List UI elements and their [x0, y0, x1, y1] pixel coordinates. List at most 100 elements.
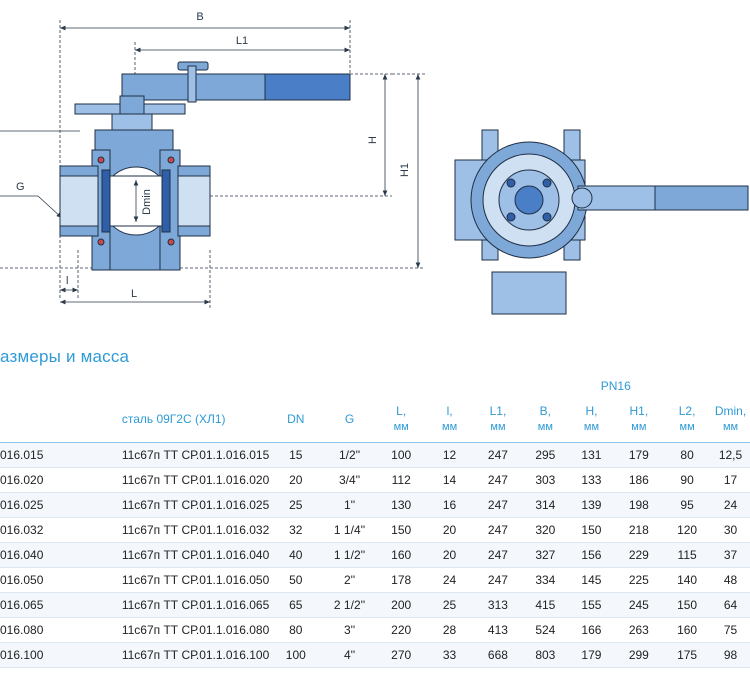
table-cell: 80 [269, 617, 323, 643]
column-header-unit: мм [490, 421, 506, 433]
table-cell: 64 [711, 592, 750, 618]
table-cell: 016.080 [0, 617, 58, 643]
table-cell: 3'' [322, 617, 377, 643]
table-cell: 139 [568, 492, 615, 518]
table-cell: 179 [568, 642, 615, 668]
table-cell: 11с67п ТТ СР.01.1.016.050 [57, 567, 270, 593]
column-header: L2,мм [663, 396, 712, 443]
table-cell: 28 [425, 617, 474, 643]
column-header-unit: мм [722, 421, 739, 433]
column-header: H,мм [568, 396, 615, 443]
dim-label-h: H [367, 136, 379, 144]
column-header-unit: мм [393, 421, 409, 433]
table-cell: 11с67п ТТ СР.01.1.016.020 [57, 467, 270, 493]
column-header-name: H1, [629, 404, 649, 418]
table-cell: 17 [711, 467, 750, 493]
table-cell: 11с67п ТТ СР.01.1.016.032 [57, 517, 270, 543]
table-cell: 803 [522, 642, 569, 668]
table-cell: 131 [568, 442, 615, 468]
dim-label-b: B [196, 11, 203, 23]
table-cell: 334 [522, 567, 569, 593]
table-cell: 98 [711, 642, 750, 668]
table-cell: 156 [568, 542, 615, 568]
table-cell: 2 1/2'' [322, 592, 377, 618]
table-cell: 11с67п ТТ СР.01.1.016.025 [57, 492, 270, 518]
table-cell: 11с67п ТТ СР.01.1.016.040 [57, 542, 270, 568]
column-header-unit: мм [537, 421, 553, 433]
table-cell: 524 [522, 617, 569, 643]
table-cell: 130 [376, 492, 426, 518]
dim-label-h1: H1 [399, 163, 411, 177]
table-cell: 247 [473, 492, 523, 518]
table-cell: 16 [425, 492, 474, 518]
table-cell: 016.015 [0, 442, 58, 468]
valve-technical-drawing: B L1 H H1 G Dmin l L [0, 11, 749, 315]
table-cell: 20 [425, 517, 474, 543]
table-cell: 100 [376, 442, 426, 468]
table-cell: 1 1/4'' [322, 517, 377, 543]
table-cell: 247 [473, 567, 523, 593]
table-cell: 150 [663, 592, 712, 618]
column-header-unit: мм [442, 421, 458, 433]
table-cell: 145 [568, 567, 615, 593]
column-header-name: B, [539, 404, 552, 418]
dim-label-dmin: Dmin [141, 189, 153, 215]
table-cell: 15 [269, 442, 323, 468]
table-cell: 016.020 [0, 467, 58, 493]
column-header-name: l, [446, 404, 453, 418]
table-cell: 220 [376, 617, 426, 643]
column-header: Dmin, мм [711, 396, 750, 443]
table-cell: 33 [425, 642, 474, 668]
table-cell: 327 [522, 542, 569, 568]
table-cell: 016.050 [0, 567, 58, 593]
table-cell: 016.100 [0, 642, 58, 668]
table-cell: 229 [614, 542, 664, 568]
table-cell: 25 [269, 492, 323, 518]
table-cell: 668 [473, 642, 523, 668]
table-cell: 263 [614, 617, 664, 643]
table-cell: 120 [663, 517, 712, 543]
table-cell: 48 [711, 567, 750, 593]
table-cell: 155 [568, 592, 615, 618]
table-cell: 50 [269, 567, 323, 593]
column-header: l, мм [425, 396, 474, 443]
table-cell: 4'' [322, 642, 377, 668]
table-cell: 299 [614, 642, 664, 668]
dim-label-g: G [16, 181, 25, 193]
table-cell: 1 1/2'' [322, 542, 377, 568]
dim-label-l: L [131, 288, 137, 300]
table-cell: 218 [614, 517, 664, 543]
table-cell: 150 [568, 517, 615, 543]
table-cell: 12 [425, 442, 474, 468]
column-header: G [322, 396, 377, 443]
table-cell: 270 [376, 642, 426, 668]
table-cell: 2'' [322, 567, 377, 593]
table-cell: 186 [614, 467, 664, 493]
table-cell: 225 [614, 567, 664, 593]
group-label-pn16: PN16 [600, 379, 631, 393]
valve-side-view [59, 61, 351, 271]
column-header-name: L2, [678, 404, 696, 418]
table-group-header-row: PN16 [0, 376, 750, 396]
dimension-lines [0, 20, 425, 308]
table-cell: 1'' [322, 492, 377, 518]
column-header-name: G [344, 412, 355, 426]
table-cell: 247 [473, 442, 523, 468]
table-cell: 303 [522, 467, 569, 493]
table-cell: 314 [522, 492, 569, 518]
table-cell: 016.040 [0, 542, 58, 568]
column-header-name: L1, [489, 404, 507, 418]
column-header [0, 396, 58, 443]
column-header: DN [269, 396, 323, 443]
column-header-name: Dmin, [714, 404, 747, 418]
table-cell: 178 [376, 567, 426, 593]
table-cell: 160 [663, 617, 712, 643]
table-cell: 3/4'' [322, 467, 377, 493]
